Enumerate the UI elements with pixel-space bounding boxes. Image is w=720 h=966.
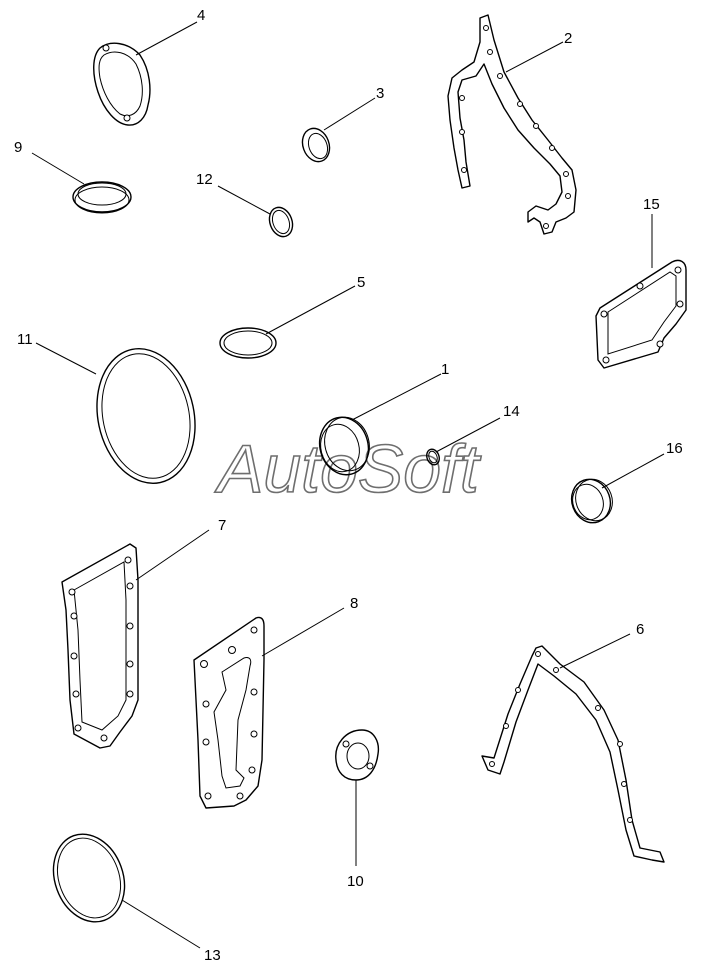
- callout-2: 2: [564, 30, 572, 47]
- callout-6: 6: [636, 621, 644, 638]
- callout-12: 12: [196, 171, 213, 188]
- part-2-front-cover-gasket: [447, 14, 577, 235]
- watermark-text: AutoSoft: [214, 431, 482, 507]
- callout-7: 7: [218, 517, 226, 534]
- callout-14: 14: [503, 403, 520, 420]
- callout-9: 9: [14, 139, 22, 156]
- part-13-o-ring: [52, 833, 126, 923]
- part-5-o-ring: [219, 327, 277, 359]
- part-11-large-o-ring: [96, 348, 196, 484]
- callout-16: 16: [666, 440, 683, 457]
- part-4-flange-gasket: [93, 42, 151, 126]
- callout-5: 5: [357, 274, 365, 291]
- part-8-oil-cooler-gasket: [193, 616, 265, 809]
- callout-8: 8: [350, 595, 358, 612]
- callout-1: 1: [441, 361, 449, 378]
- callout-15: 15: [643, 196, 660, 213]
- part-6-gear-housing-gasket: [481, 645, 665, 863]
- callout-3: 3: [376, 85, 384, 102]
- callout-11: 11: [17, 331, 33, 348]
- part-14-small-o-ring: [426, 448, 440, 466]
- callout-numbers: 4 2 3 9 12 15 5 11 1 14 16 7 8 6 10 13: [14, 7, 683, 964]
- callout-4: 4: [197, 7, 205, 24]
- part-7-side-cover-gasket: [61, 543, 139, 749]
- callout-10: 10: [347, 873, 364, 890]
- part-3-small-seal: [301, 127, 331, 163]
- part-16-seal: [570, 478, 613, 524]
- leader-lines: [31, 21, 665, 949]
- callout-13: 13: [204, 947, 221, 964]
- part-10-small-flange-gasket: [335, 729, 380, 781]
- part-9-seal-ring: [72, 181, 132, 214]
- part-15-cover-gasket: [595, 259, 687, 369]
- part-1-rear-seal: [318, 416, 370, 476]
- part-12-o-ring: [268, 206, 294, 238]
